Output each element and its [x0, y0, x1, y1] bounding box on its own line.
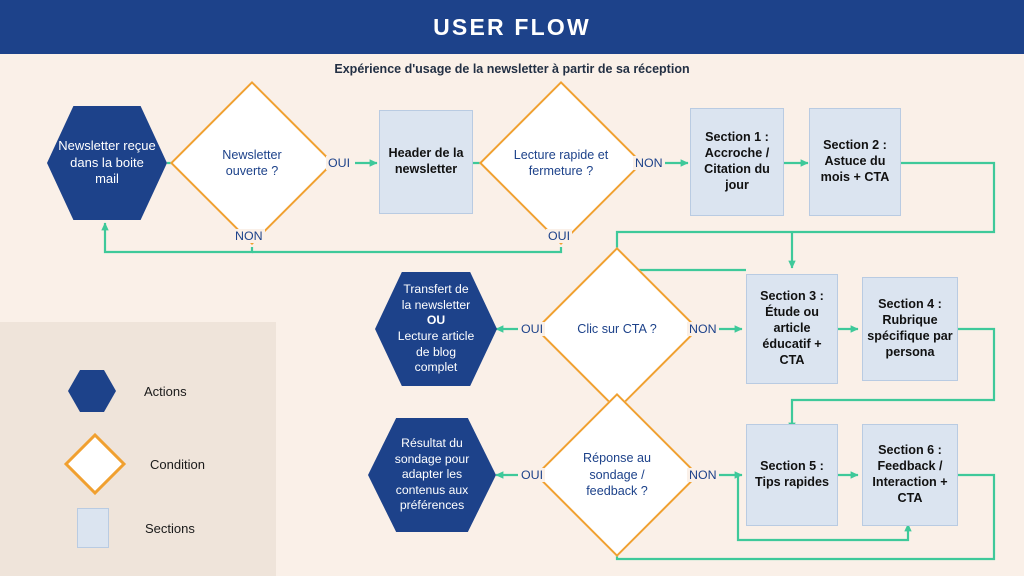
node-label: Section 2 : Astuce du mois + CTA	[820, 138, 890, 184]
edge-label-non-4: NON	[687, 468, 719, 482]
edge-n6-to-n8	[613, 161, 996, 263]
edge-label-oui-2: OUI	[546, 229, 573, 243]
node-section-6[interactable]: Section 6 : Feedback / Interaction + CTA	[862, 424, 958, 526]
page-title: USER FLOW	[433, 13, 591, 40]
node-section-4[interactable]: Section 4 : Rubrique spécifique par pers…	[862, 277, 958, 381]
legend-label-condition: Condition	[150, 456, 205, 472]
edge-label-non-3: NON	[687, 322, 719, 336]
node-label: Section 6 : Feedback / Interaction + CTA	[872, 443, 948, 505]
node-section-3[interactable]: Section 3 : Étude ou article éducatif + …	[746, 274, 838, 384]
diamond-icon	[63, 432, 127, 496]
node-label: Newsletter reçue dans la boite mail	[58, 138, 156, 187]
node-transfert-newsletter[interactable]: Transfert de la newsletter OU Lecture ar…	[375, 272, 497, 386]
legend-item-condition: Condition	[63, 432, 205, 496]
legend-panel: Actions Condition Sections	[0, 322, 276, 576]
edge-n4-oui-to-bus	[252, 247, 563, 254]
node-label: Section 3 : Étude ou article éducatif + …	[760, 289, 824, 367]
edge-label-oui-4: OUI	[519, 468, 546, 482]
node-header-newsletter[interactable]: Header de la newsletter	[379, 110, 473, 214]
page-subtitle: Expérience d'usage de la newsletter à pa…	[334, 62, 690, 76]
node-resultat-sondage[interactable]: Résultat du sondage pour adapter les con…	[368, 418, 496, 532]
node-label-line-1: Transfert de	[403, 282, 469, 297]
node-label: Réponse au sondage / feedback ?	[583, 451, 651, 499]
node-reponse-sondage[interactable]: Réponse au sondage / feedback ?	[534, 392, 700, 558]
edge-label-non-1: NON	[233, 229, 265, 243]
node-label-line-2: la newsletter	[401, 297, 471, 312]
node-section-5[interactable]: Section 5 : Tips rapides	[746, 424, 838, 526]
node-section-2[interactable]: Section 2 : Astuce du mois + CTA	[809, 108, 901, 216]
node-lecture-rapide[interactable]: Lecture rapide et fermeture ?	[478, 80, 644, 246]
node-label-line-6: complet	[414, 360, 458, 375]
node-label: Lecture rapide et fermeture ?	[513, 147, 609, 178]
node-label: Transfert de la newsletter OU Lecture ar…	[398, 282, 475, 376]
node-newsletter-recue[interactable]: Newsletter reçue dans la boite mail	[47, 106, 167, 220]
node-label: Section 1 : Accroche / Citation du jour	[704, 130, 770, 192]
node-label-line-4: Lecture article	[397, 329, 475, 343]
node-label-line-3: OU	[426, 313, 446, 328]
node-label: Section 5 : Tips rapides	[755, 459, 829, 489]
hexagon-icon	[68, 370, 116, 412]
node-newsletter-ouverte[interactable]: Newsletter ouverte ?	[169, 80, 335, 246]
legend-item-sections: Sections	[77, 508, 195, 548]
rectangle-icon	[77, 508, 109, 548]
node-section-1[interactable]: Section 1 : Accroche / Citation du jour	[690, 108, 784, 216]
edge-label-oui-1: OUI	[326, 156, 353, 170]
node-label: Newsletter ouverte ?	[222, 147, 282, 178]
legend-item-actions: Actions	[68, 370, 187, 412]
node-label: Résultat du sondage pour adapter les con…	[394, 435, 470, 513]
edge-n2-non-to-n1	[101, 222, 254, 254]
node-label: Clic sur CTA ?	[577, 321, 657, 336]
node-label: Header de la newsletter	[388, 146, 464, 176]
legend-label-actions: Actions	[144, 383, 187, 399]
header-bar	[0, 0, 1024, 54]
edge-label-oui-3: OUI	[519, 322, 546, 336]
node-label-line-5: de blog	[416, 344, 456, 359]
node-label: Section 4 : Rubrique spécifique par pers…	[867, 297, 953, 359]
legend-label-sections: Sections	[145, 520, 195, 536]
node-clic-cta[interactable]: Clic sur CTA ?	[534, 246, 700, 412]
edge-label-non-2: NON	[633, 156, 665, 170]
